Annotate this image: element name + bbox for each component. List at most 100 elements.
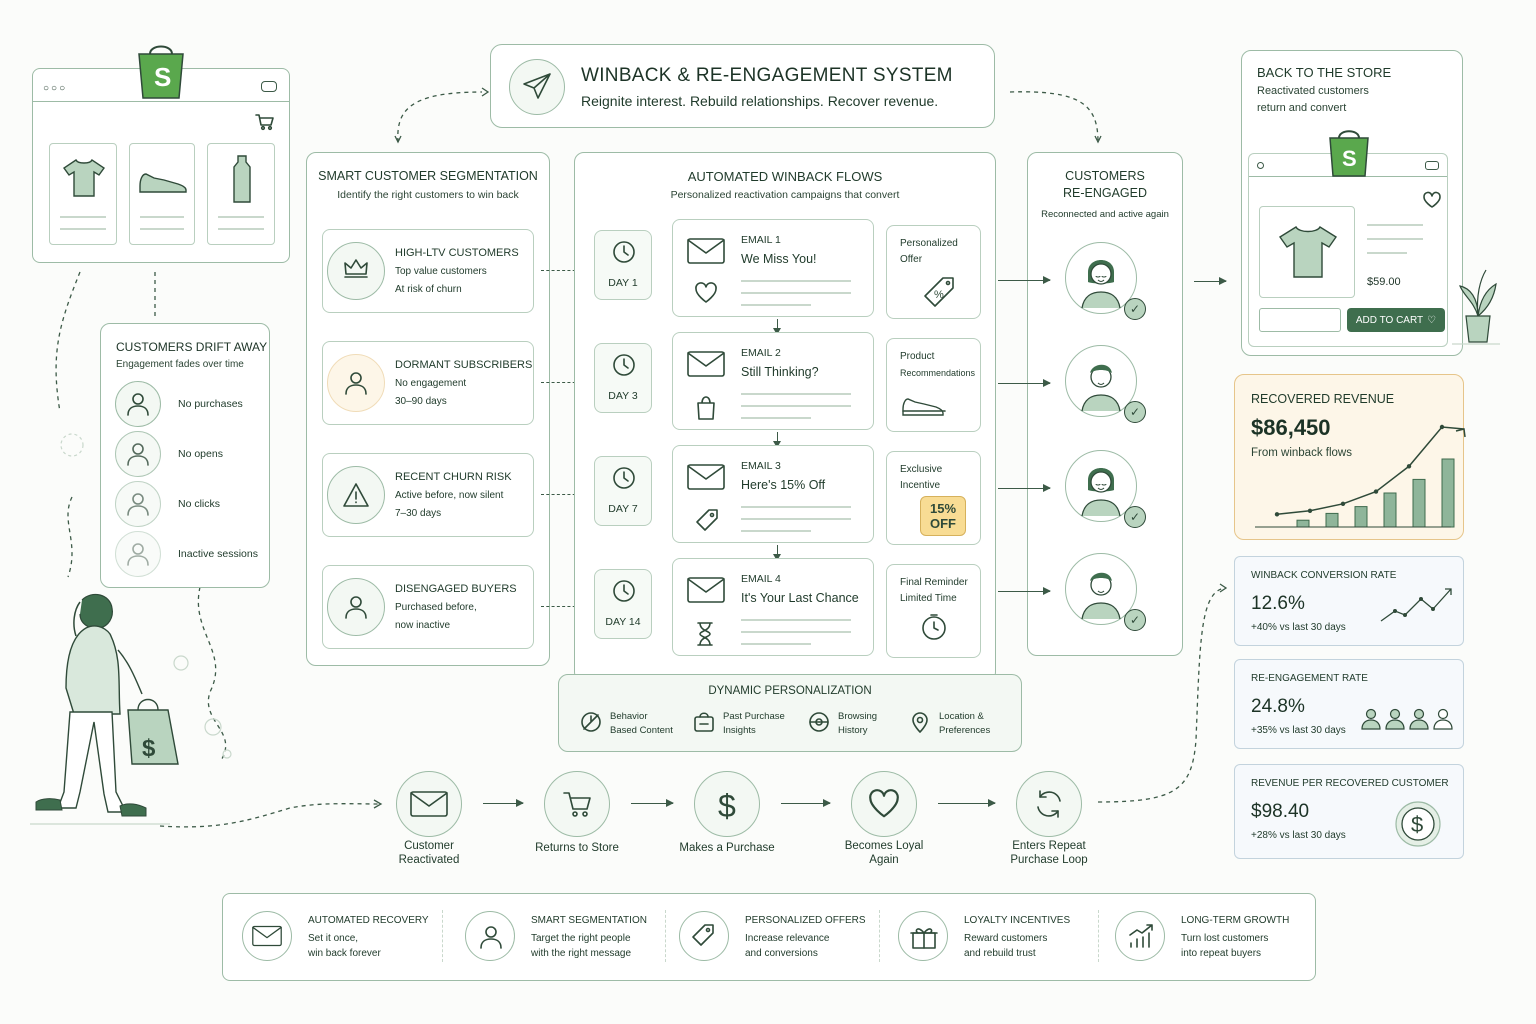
segment-line-1: No engagement xyxy=(395,378,467,389)
benefit-divider xyxy=(665,910,666,962)
email-label: EMAIL 2 xyxy=(741,347,781,359)
drift-item-label: No clicks xyxy=(178,498,221,510)
offer-line-1: Personalized xyxy=(900,238,958,249)
segment-line-2: 30–90 days xyxy=(395,396,447,407)
product-price: $59.00 xyxy=(1367,276,1401,288)
tag-icon xyxy=(692,924,714,946)
insights-icon xyxy=(694,712,714,732)
drift-item-label: No purchases xyxy=(178,398,243,410)
email-label: EMAIL 3 xyxy=(741,460,781,472)
benefit-line-2: win back forever xyxy=(308,948,381,959)
header-card: WINBACK & RE-ENGAGEMENT SYSTEM Reignite … xyxy=(490,44,995,128)
revenue-trend-point xyxy=(1439,424,1445,430)
product-tile-bottle[interactable] xyxy=(207,143,275,245)
journey-arrow xyxy=(631,799,674,807)
avatar-arrow xyxy=(998,484,1051,492)
hourglass-icon xyxy=(697,622,713,646)
journey-step-label-2: Again xyxy=(869,854,899,866)
segment-icon-circle xyxy=(327,242,385,300)
shoe-icon xyxy=(902,398,946,416)
personalization-line-2: Based Content xyxy=(610,725,673,736)
walking-woman-illustration: $ xyxy=(30,593,179,825)
day-badge: DAY 7 xyxy=(594,456,652,526)
quantity-selector[interactable] xyxy=(1259,308,1341,332)
metrics-dashed-connector xyxy=(1097,583,1228,803)
user-icon xyxy=(480,926,502,949)
user-icon xyxy=(345,372,367,395)
product-tile-shirt[interactable] xyxy=(49,143,117,245)
revenue-trend-point xyxy=(1373,489,1379,494)
journey-step-label-1: Becomes Loyal xyxy=(844,840,924,852)
benefit-title: LONG-TERM GROWTH xyxy=(1181,915,1290,926)
avatar-arrow xyxy=(998,587,1051,595)
offer-line-2: Incentive xyxy=(900,480,941,491)
revenue-trend-point xyxy=(1307,508,1313,513)
svg-text:%: % xyxy=(934,289,944,301)
growth-chart-icon xyxy=(1129,924,1153,948)
benefit-icon-circle xyxy=(465,911,515,961)
avatar-arrow xyxy=(998,276,1051,284)
heart-icon[interactable] xyxy=(1423,191,1441,208)
window-dots: ○○○ xyxy=(43,83,68,94)
drift-avatar xyxy=(115,381,161,427)
user-icon xyxy=(127,493,149,516)
segment-line-1: Active before, now silent xyxy=(395,490,504,501)
bottle-icon xyxy=(233,155,251,203)
product-tile-shoe[interactable] xyxy=(129,143,195,245)
metric-title: RE-ENGAGEMENT RATE xyxy=(1251,673,1368,684)
benefit-line-1: Turn lost customers xyxy=(1181,933,1269,944)
day-label: DAY 7 xyxy=(608,503,638,515)
segment-title: HIGH-LTV CUSTOMERS xyxy=(395,247,519,259)
segment-line-1: Top value customers xyxy=(395,266,487,277)
warning-icon xyxy=(343,483,369,507)
drift-title: CUSTOMERS DRIFT AWAY xyxy=(116,340,268,354)
revenue-trend-point xyxy=(1274,512,1280,517)
tag-icon xyxy=(696,509,718,531)
journey-arrow xyxy=(483,799,524,807)
store-line-2: return and convert xyxy=(1257,102,1347,114)
email-subject: We Miss You! xyxy=(741,252,817,266)
svg-text:$: $ xyxy=(718,788,736,824)
benefit-line-1: Set it once, xyxy=(308,933,359,944)
reengaged-title-1: CUSTOMERS xyxy=(1065,169,1145,183)
email-subject: Here's 15% Off xyxy=(741,478,826,492)
journey-dashed-connector xyxy=(159,799,383,828)
cart-icon xyxy=(255,114,274,131)
journey-step-circle xyxy=(1016,771,1082,837)
day-badge: DAY 3 xyxy=(594,343,652,413)
metric-card: REVENUE PER RECOVERED CUSTOMER$98.40+28%… xyxy=(1234,764,1464,859)
window-divider xyxy=(33,101,289,102)
check-icon: ✓ xyxy=(1124,609,1146,631)
dollar-icon: $ xyxy=(718,788,736,824)
browsing-icon xyxy=(809,712,829,732)
user-icon xyxy=(345,596,367,619)
journey-step-label-2: Purchase Loop xyxy=(1010,854,1088,866)
offer-line-2: Limited Time xyxy=(900,593,957,604)
shirt-icon xyxy=(1279,225,1337,278)
mail-icon xyxy=(252,925,282,947)
stopwatch-icon xyxy=(922,614,946,640)
user-icon xyxy=(127,443,149,466)
mail-icon xyxy=(687,238,725,264)
personalization-line-1: Location & xyxy=(939,711,984,722)
benefit-title: SMART SEGMENTATION xyxy=(531,915,647,926)
journey-step-label-1: Enters Repeat xyxy=(1012,840,1086,852)
flow-down-arrow xyxy=(773,319,781,335)
email-card[interactable]: EMAIL 3 Here's 15% Off xyxy=(672,445,874,543)
revenue-bar xyxy=(1354,506,1368,528)
add-to-cart-button[interactable]: ADD TO CART ♡ xyxy=(1347,308,1445,332)
bag-icon xyxy=(697,396,715,420)
segment-title: DISENGAGED BUYERS xyxy=(395,583,517,595)
